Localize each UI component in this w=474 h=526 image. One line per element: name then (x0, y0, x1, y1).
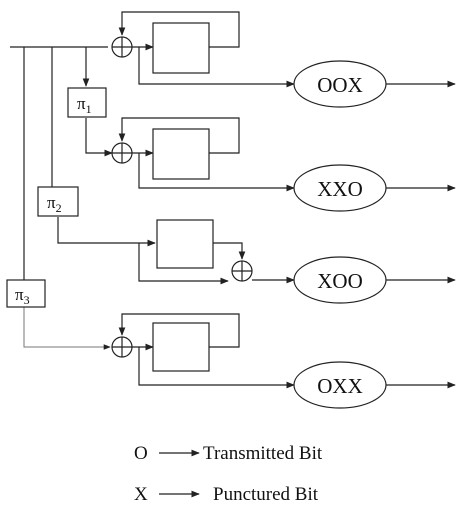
svg-text:π2: π2 (47, 193, 62, 215)
puncture-oox: OOX (293, 60, 456, 108)
svg-text:O: O (134, 443, 148, 464)
interleaver-3: π3 (6, 279, 46, 308)
delay-block-4 (152, 322, 210, 372)
svg-text:Punctured Bit: Punctured Bit (213, 484, 319, 505)
delay-block-1 (152, 22, 210, 74)
encoder-2 (85, 117, 295, 192)
legend-transmitted: O Transmitted Bit (134, 443, 323, 464)
svg-text:π1: π1 (77, 94, 92, 116)
interleaver-2: π2 (37, 186, 79, 217)
svg-text:π3: π3 (15, 285, 30, 307)
interleaver-1: π1 (67, 87, 107, 118)
svg-text:X: X (134, 484, 148, 505)
svg-text:XOO: XOO (317, 269, 363, 293)
svg-text:OXX: OXX (317, 374, 363, 398)
encoder-3 (57, 217, 295, 285)
delay-block-3 (156, 219, 214, 269)
legend: O Transmitted Bit X Punctured Bit (134, 443, 323, 505)
svg-text:XXO: XXO (317, 177, 363, 201)
encoder-4 (23, 307, 295, 389)
puncture-oxx: OXX (293, 361, 456, 409)
svg-text:OOX: OOX (317, 73, 363, 97)
delay-block-2 (152, 128, 210, 180)
puncture-xxo: XXO (293, 164, 456, 212)
encoder-1 (111, 11, 295, 88)
legend-punctured: X Punctured Bit (134, 484, 319, 505)
puncture-xoo: XOO (293, 256, 456, 304)
input-bus (10, 46, 108, 283)
svg-text:Transmitted Bit: Transmitted Bit (203, 443, 323, 464)
